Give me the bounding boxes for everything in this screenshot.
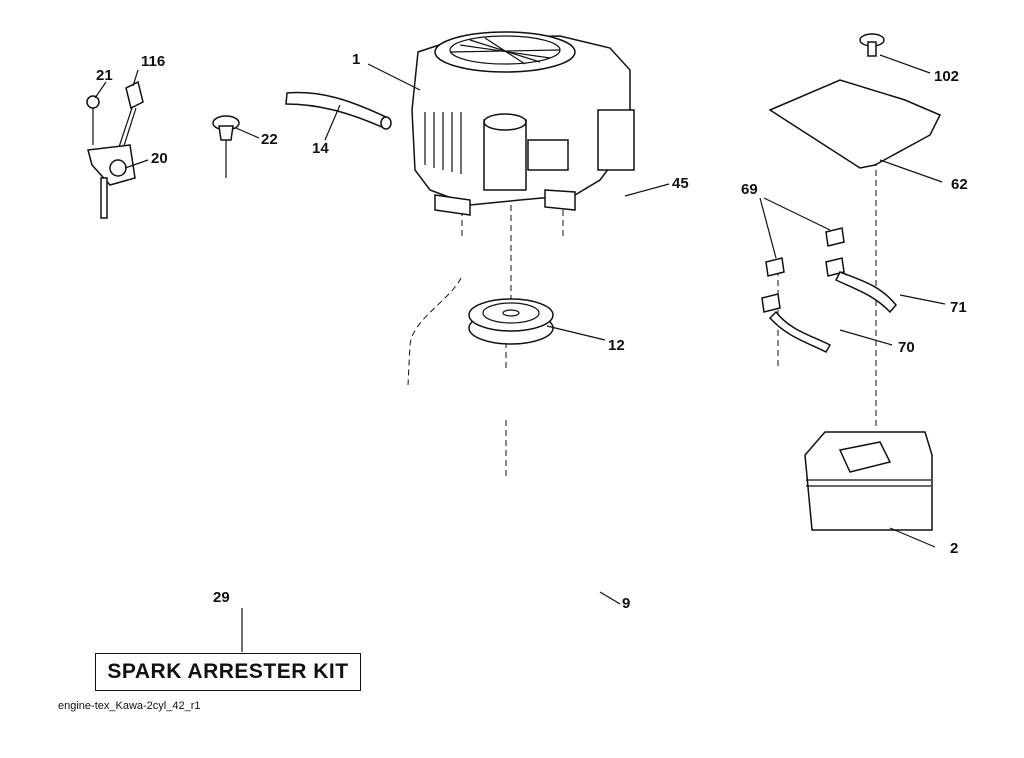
callout-22: 22 xyxy=(261,131,278,148)
callout-69: 69 xyxy=(741,181,758,198)
spark-arrester-kit-box: SPARK ARRESTER KIT xyxy=(95,653,361,691)
muffler-part xyxy=(804,431,933,531)
callout-62: 62 xyxy=(951,176,968,193)
hose-part xyxy=(285,91,392,130)
callout-14: 14 xyxy=(312,140,329,157)
callout-102: 102 xyxy=(934,68,959,85)
engine-part xyxy=(411,31,635,216)
dipstick-part xyxy=(212,115,240,178)
callout-1: 1 xyxy=(352,51,360,68)
pulley-part xyxy=(468,298,554,345)
leader-lines xyxy=(94,54,946,652)
callout-21: 21 xyxy=(96,67,113,84)
throttle-control-part xyxy=(86,80,144,219)
drawing-file-name: engine-tex_Kawa-2cyl_42_r1 xyxy=(58,700,201,712)
callout-labels: 1 116 21 102 22 14 20 45 62 69 71 12 70 … xyxy=(96,51,968,612)
callout-12: 12 xyxy=(608,337,625,354)
bolt-102-part xyxy=(859,33,885,57)
exhaust-pipes-part xyxy=(761,227,897,353)
spark-arrester-kit-label: SPARK ARRESTER KIT xyxy=(107,660,349,683)
heat-shield-part xyxy=(768,79,942,169)
callout-2: 2 xyxy=(950,540,958,557)
callout-29: 29 xyxy=(213,589,230,606)
callout-45: 45 xyxy=(672,175,689,192)
callout-9: 9 xyxy=(622,595,630,612)
callout-20: 20 xyxy=(151,150,168,167)
callout-116: 116 xyxy=(141,53,165,70)
callout-71: 71 xyxy=(950,299,967,316)
callout-70: 70 xyxy=(898,339,915,356)
